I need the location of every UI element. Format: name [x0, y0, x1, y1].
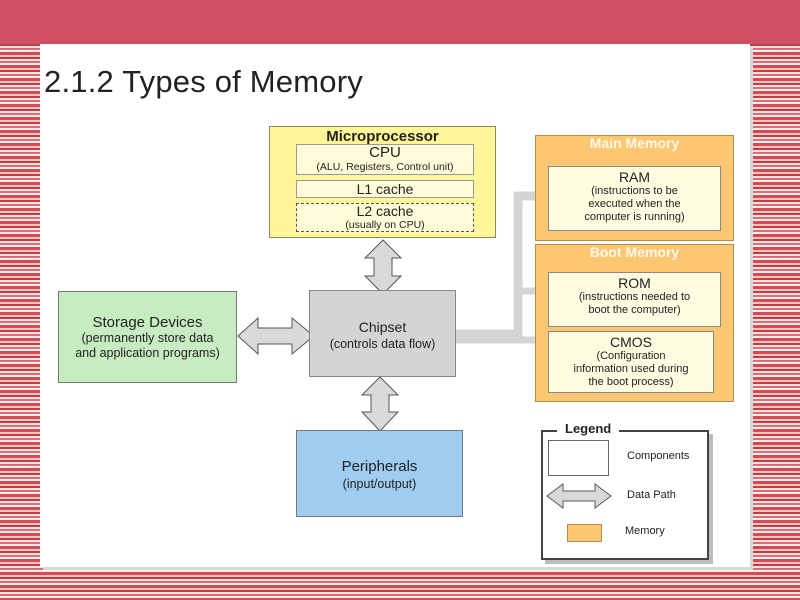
bus-trunk [456, 191, 548, 339]
cpu-detail: (ALU, Registers, Control unit) [316, 161, 454, 173]
ram-detail-1: (instructions to be [591, 185, 678, 197]
legend-memory-swatch [567, 524, 602, 542]
legend-component-swatch [548, 440, 609, 476]
legend-title: Legend [557, 421, 620, 436]
storage-label: Storage Devices [92, 314, 203, 331]
arrow-micro-chipset [363, 239, 403, 295]
main-memory-title: Main Memory [589, 135, 680, 151]
microprocessor-box: Microprocessor CPU (ALU, Registers, Cont… [269, 126, 496, 238]
ram-box: RAM (instructions to be executed when th… [548, 166, 721, 231]
cmos-box: CMOS (Configuration information used dur… [548, 331, 714, 393]
peripherals-detail: (input/output) [342, 477, 417, 491]
rom-label: ROM [618, 275, 651, 291]
storage-detail-2: and application programs) [75, 346, 220, 360]
legend-data-path-icon [546, 483, 612, 509]
boot-memory-box: Boot Memory ROM (instructions needed to … [535, 244, 734, 402]
l2-cache-label: L2 cache [356, 203, 414, 219]
storage-devices-box: Storage Devices (permanently store data … [58, 291, 237, 383]
l1-cache-box: L1 cache [296, 180, 474, 198]
boot-memory-title: Boot Memory [589, 244, 680, 260]
ram-detail-2: executed when the [588, 198, 681, 210]
cmos-detail-3: the boot process) [588, 376, 674, 388]
ram-label: RAM [618, 169, 651, 185]
l2-cache-detail: (usually on CPU) [345, 219, 425, 231]
microprocessor-title: Microprocessor [326, 128, 439, 145]
cpu-box: CPU (ALU, Registers, Control unit) [296, 144, 474, 175]
slide: 2.1.2 Types of Memory Microprocessor CPU… [40, 44, 750, 567]
legend-box: Legend Components Data Path Memory [541, 421, 709, 560]
rom-detail-2: boot the computer) [588, 304, 681, 316]
cmos-detail-2: information used during [573, 363, 689, 375]
arrow-storage-chipset [237, 316, 315, 356]
slide-title: 2.1.2 Types of Memory [44, 64, 363, 99]
chipset-label: Chipset [358, 319, 407, 335]
storage-detail-1: (permanently store data [81, 331, 214, 345]
main-memory-box: Main Memory RAM (instructions to be exec… [535, 135, 734, 241]
legend-memory-label: Memory [625, 525, 665, 537]
l2-cache-box: L2 cache (usually on CPU) [296, 203, 474, 232]
cmos-detail-1: (Configuration [596, 350, 666, 362]
arrow-chipset-peripherals [360, 376, 400, 432]
rom-box: ROM (instructions needed to boot the com… [548, 272, 721, 327]
ram-detail-3: computer is running) [584, 211, 685, 223]
rom-detail-1: (instructions needed to [578, 291, 691, 303]
chipset-detail: (controls data flow) [329, 337, 436, 351]
legend-data-path-label: Data Path [627, 489, 676, 501]
cmos-label: CMOS [610, 334, 652, 350]
header-band [0, 0, 800, 44]
cpu-label: CPU [369, 144, 401, 161]
legend-components-label: Components [627, 450, 690, 462]
peripherals-box: Peripherals (input/output) [296, 430, 463, 517]
peripherals-label: Peripherals [341, 458, 418, 475]
chipset-box: Chipset (controls data flow) [309, 290, 456, 377]
